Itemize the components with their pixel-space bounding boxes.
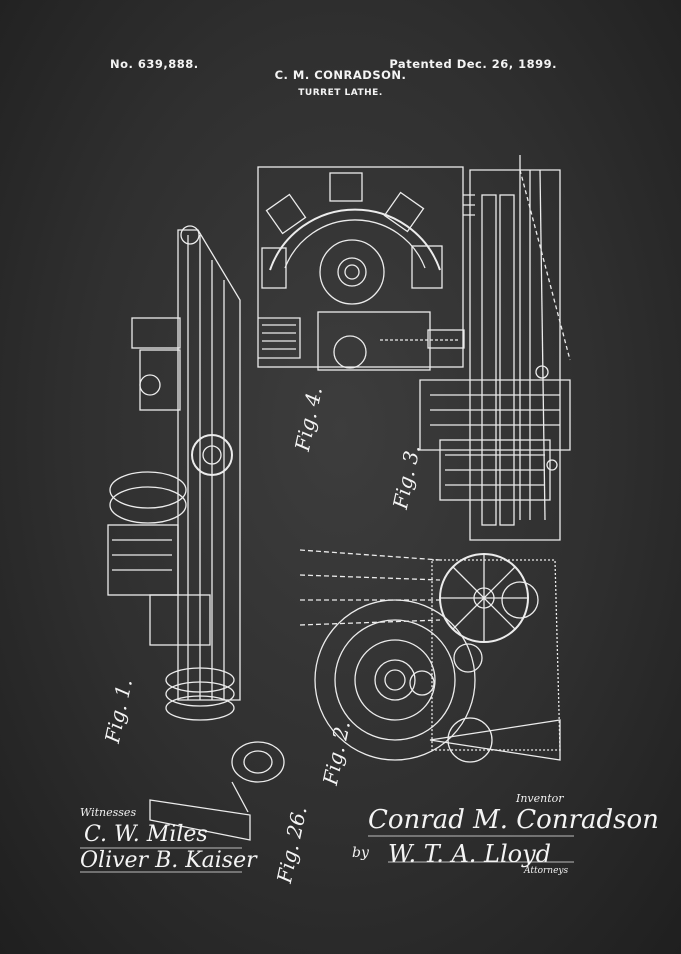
inventor-signature: Conrad M. Conradson	[368, 805, 659, 835]
attorneys-label: Attorneys	[524, 866, 569, 876]
attorney-signature: W. T. A. Lloyd	[388, 840, 552, 868]
fig3-section-drawing	[419, 155, 571, 541]
witness-signature-2: Oliver B. Kaiser	[80, 848, 257, 873]
inventor-name: C. M. CONRADSON.	[274, 68, 407, 82]
by-label: by	[352, 845, 369, 861]
witness-signature-1: C. W. Miles	[84, 822, 208, 847]
fig26-detail-drawing	[149, 741, 285, 841]
inventor-label: Inventor	[516, 792, 564, 805]
fig2-gearing-drawing	[299, 549, 561, 763]
fig4-turret-drawing	[257, 166, 475, 371]
patent-number: No. 639,888.	[110, 57, 199, 71]
witnesses-label: Witnesses	[80, 806, 137, 819]
invention-title: TURRET LATHE.	[298, 88, 383, 98]
fig1-lathe-drawing	[107, 225, 241, 721]
patent-date: Patented Dec. 26, 1899.	[389, 57, 557, 71]
